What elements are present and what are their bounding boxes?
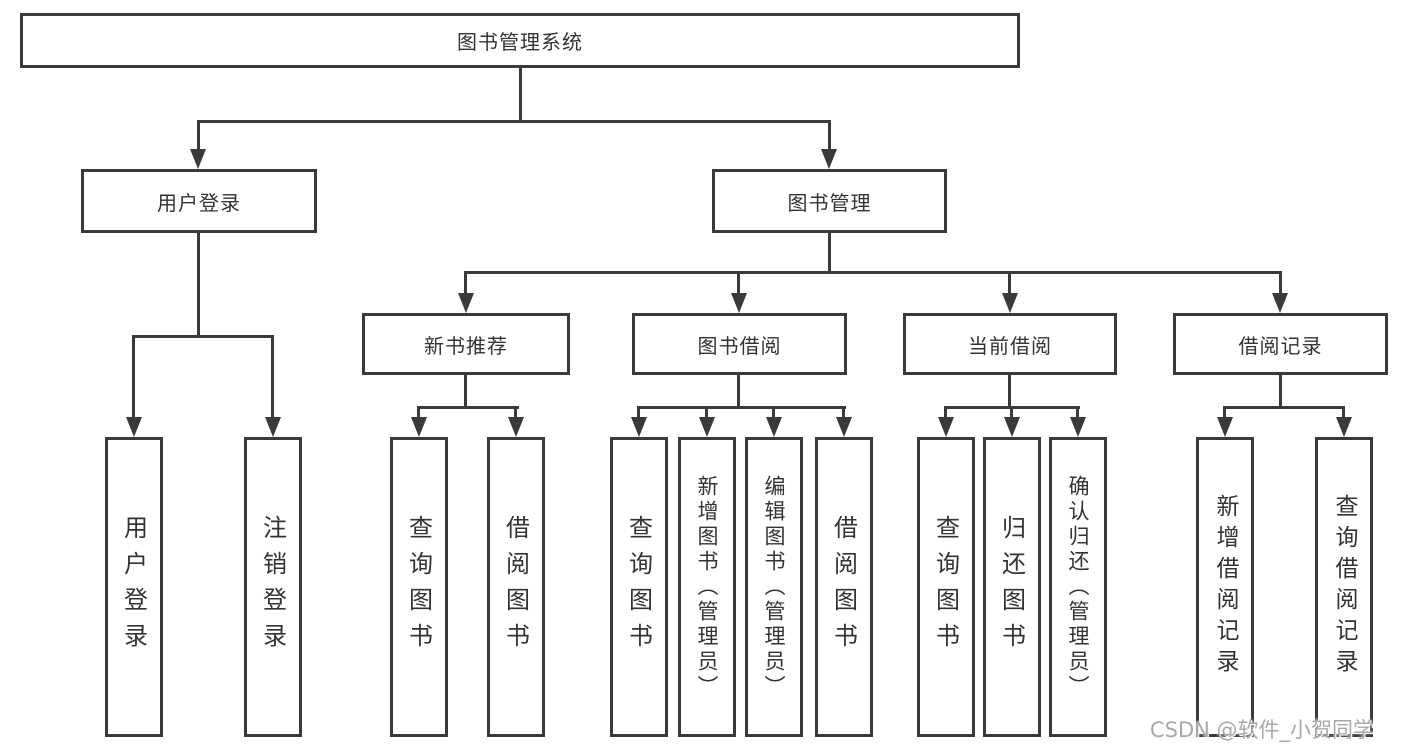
- connector-line: [417, 406, 420, 420]
- leaf-logout-login: 注销登录: [244, 437, 302, 737]
- node-book-management-label: 图书管理: [787, 190, 872, 215]
- connector-line: [132, 335, 135, 419]
- connector-line: [1008, 271, 1011, 295]
- leaf-borrow-books-recommend: 借阅图书: [487, 437, 545, 737]
- connector-line: [271, 335, 274, 419]
- leaf-add-borrow-record: 新增借阅记录: [1196, 437, 1254, 737]
- node-book-borrowing-label: 图书借阅: [697, 333, 782, 358]
- arrowhead-icon: [731, 293, 747, 313]
- csdn-watermark: CSDN @软件_小贺同学: [1150, 718, 1375, 742]
- leaf-borrow-books-label: 借阅图书: [829, 515, 858, 659]
- leaf-edit-books-admin-label: 编辑图书（管理员）: [762, 474, 786, 700]
- leaf-return-books-label: 归还图书: [997, 515, 1026, 659]
- arrowhead-icon: [190, 149, 206, 169]
- connector-line: [737, 375, 740, 409]
- leaf-query-books-recommend: 查询图书: [390, 437, 448, 737]
- arrowhead-icon: [1002, 293, 1018, 313]
- leaf-query-books-borrow: 查询图书: [610, 437, 668, 737]
- connector-line: [197, 120, 200, 151]
- leaf-query-books-current: 查询图书: [917, 437, 975, 737]
- leaf-add-books-admin: 新增图书（管理员）: [678, 437, 736, 737]
- connector-line: [944, 406, 947, 420]
- arrowhead-icon: [411, 417, 427, 437]
- connector-line: [828, 233, 831, 274]
- arrowhead-icon: [1336, 417, 1352, 437]
- connector-line: [842, 406, 845, 420]
- node-borrowing-records-label: 借阅记录: [1238, 333, 1323, 358]
- leaf-query-books-recommend-label: 查询图书: [404, 515, 433, 659]
- leaf-confirm-return-admin-label: 确认归还（管理员）: [1066, 474, 1090, 700]
- connector-line: [1279, 271, 1282, 295]
- leaf-edit-books-admin: 编辑图书（管理员）: [745, 437, 803, 737]
- node-borrowing-records: 借阅记录: [1173, 313, 1388, 375]
- arrowhead-icon: [508, 417, 524, 437]
- leaf-query-borrow-record: 查询借阅记录: [1315, 437, 1373, 737]
- arrowhead-icon: [836, 417, 852, 437]
- leaf-add-books-admin-label: 新增图书（管理员）: [695, 474, 719, 700]
- leaf-confirm-return-admin: 确认归还（管理员）: [1049, 437, 1107, 737]
- arrowhead-icon: [1217, 417, 1233, 437]
- node-root-label: 图书管理系统: [457, 30, 583, 54]
- connector-line: [772, 406, 775, 420]
- connector-line: [197, 120, 831, 123]
- connector-line: [1076, 406, 1079, 420]
- connector-line: [637, 406, 846, 409]
- leaf-borrow-books: 借阅图书: [815, 437, 873, 737]
- arrowhead-icon: [265, 417, 281, 437]
- arrowhead-icon: [821, 149, 837, 169]
- leaf-add-borrow-record-label: 新增借阅记录: [1212, 494, 1238, 680]
- connector-line: [1223, 406, 1345, 409]
- connector-line: [1342, 406, 1345, 420]
- arrowhead-icon: [458, 293, 474, 313]
- arrowhead-icon: [126, 417, 142, 437]
- connector-line: [197, 233, 200, 338]
- connector-line: [514, 406, 517, 420]
- connector-line: [1010, 406, 1013, 420]
- connector-line: [464, 271, 467, 295]
- arrowhead-icon: [938, 417, 954, 437]
- arrowhead-icon: [699, 417, 715, 437]
- node-user-login-label: 用户登录: [157, 190, 241, 215]
- connector-line: [737, 271, 740, 295]
- connector-line: [132, 335, 274, 338]
- node-new-book-recommendation-label: 新书推荐: [424, 333, 508, 358]
- node-new-book-recommendation: 新书推荐: [362, 313, 570, 375]
- node-current-borrowing: 当前借阅: [903, 313, 1117, 375]
- leaf-borrow-books-recommend-label: 借阅图书: [501, 515, 530, 659]
- leaf-query-books-current-label: 查询图书: [931, 515, 960, 659]
- leaf-query-borrow-record-label: 查询借阅记录: [1331, 494, 1357, 680]
- leaf-query-books-borrow-label: 查询图书: [624, 515, 653, 659]
- connector-line: [1008, 375, 1011, 409]
- leaf-user-login-label: 用户登录: [119, 515, 148, 659]
- node-root-system: 图书管理系统: [20, 13, 1020, 68]
- node-user-login: 用户登录: [81, 169, 317, 233]
- leaf-logout-login-label: 注销登录: [258, 515, 287, 659]
- connector-line: [1279, 375, 1282, 409]
- connector-line: [519, 68, 522, 122]
- arrowhead-icon: [1004, 417, 1020, 437]
- node-book-borrowing: 图书借阅: [632, 313, 847, 375]
- connector-line: [464, 271, 1281, 274]
- connector-line: [705, 406, 708, 420]
- connector-line: [464, 375, 467, 409]
- arrowhead-icon: [766, 417, 782, 437]
- arrowhead-icon: [1272, 293, 1288, 313]
- connector-line: [828, 120, 831, 151]
- leaf-return-books: 归还图书: [983, 437, 1041, 737]
- arrowhead-icon: [631, 417, 647, 437]
- connector-line: [417, 406, 519, 409]
- leaf-user-login: 用户登录: [105, 437, 163, 737]
- node-book-management: 图书管理: [712, 169, 947, 233]
- connector-line: [1223, 406, 1226, 420]
- node-current-borrowing-label: 当前借阅: [968, 333, 1052, 358]
- connector-line: [637, 406, 640, 420]
- arrowhead-icon: [1070, 417, 1086, 437]
